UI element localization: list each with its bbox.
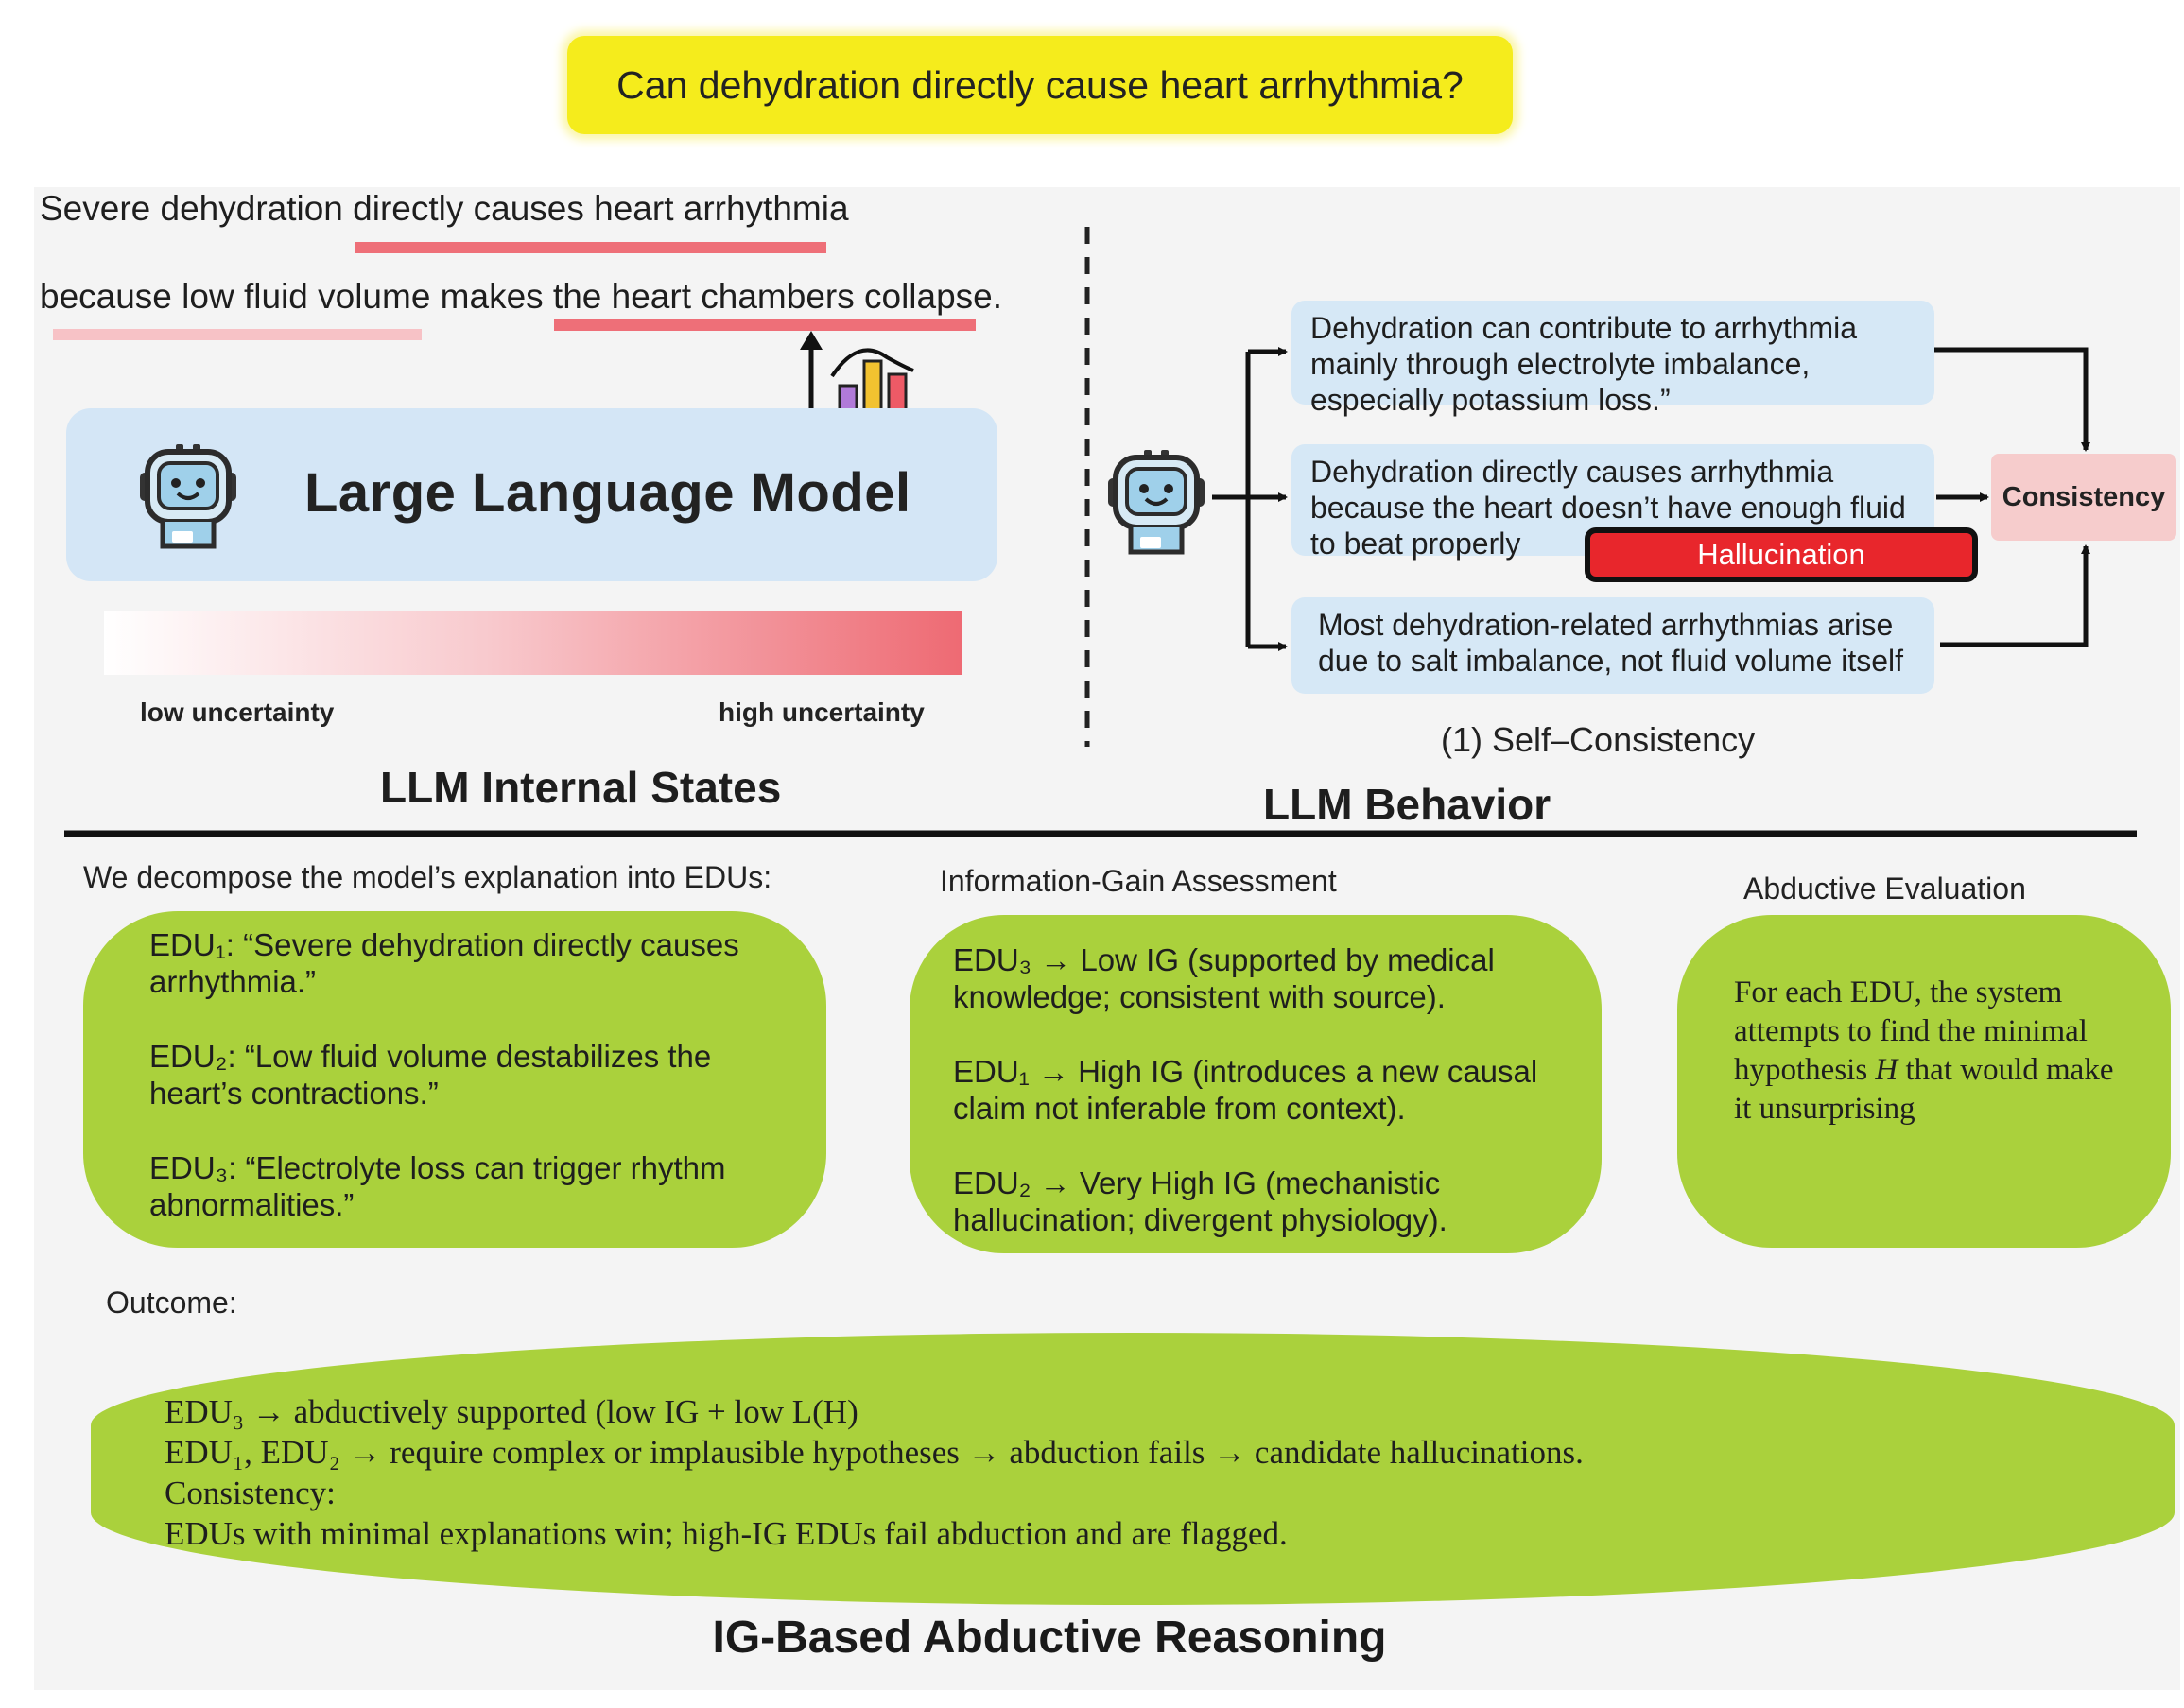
ig-item-3: EDU₂ → Very High IG (mechanistic halluci…: [953, 1165, 1447, 1237]
ig-blob: EDU₃ → Low IG (supported by medical know…: [910, 915, 1602, 1253]
edu-1: EDU₁: “Severe dehydration directly cause…: [149, 927, 739, 999]
ig-item-2: EDU₁ → High IG (introduces a new causal …: [953, 1054, 1538, 1126]
question-banner: Can dehydration directly cause heart arr…: [567, 36, 1513, 134]
ig-title: Information-Gain Assessment: [940, 864, 1337, 898]
edu-blob: EDU₁: “Severe dehydration directly cause…: [83, 911, 826, 1248]
response-1: Dehydration can contribute to arrhythmia…: [1291, 301, 1934, 417]
edu-intro: We decompose the model’s explanation int…: [83, 860, 772, 894]
outcome-line-1: EDU₃ → abductively supported (low IG + l…: [165, 1393, 858, 1430]
arrow-up-icon: [800, 331, 823, 408]
eval-variable: H: [1875, 1053, 1898, 1087]
low-uncertainty-label: low uncertainty: [140, 698, 335, 727]
hallucination-badge: Hallucination: [1585, 527, 1978, 582]
response-3: Most dehydration-related arrhythmias ari…: [1291, 597, 1934, 694]
edu-2: EDU₂: “Low fluid volume destabilizes the…: [149, 1039, 712, 1111]
outcome-blob: EDU₃ → abductively supported (low IG + l…: [91, 1333, 2175, 1605]
abduction-title: IG-Based Abductive Reasoning: [712, 1613, 1387, 1663]
outcome-line-2: EDU₁, EDU₂ → require complex or implausi…: [165, 1434, 1584, 1471]
outcome-line-4: EDUs with minimal explanations win; high…: [165, 1515, 1288, 1552]
consistency-box: Consistency: [1991, 454, 2176, 541]
edu-3: EDU₃: “Electrolyte loss can trigger rhyt…: [149, 1150, 726, 1222]
eval-title: Abductive Evaluation: [1743, 871, 2026, 906]
outcome-label: Outcome:: [106, 1285, 237, 1320]
uncertainty-underline-2: [53, 329, 422, 340]
outcome-line-3: Consistency:: [165, 1475, 336, 1511]
uncertainty-underline-1: [355, 242, 826, 253]
generated-sentence-2: because low fluid volume makes the heart…: [40, 277, 1003, 316]
high-uncertainty-label: high uncertainty: [719, 698, 925, 727]
robot-icon: [140, 444, 236, 549]
eval-blob: For each EDU, the system attempts to fin…: [1677, 915, 2171, 1248]
bar-chart-icon: [800, 331, 914, 410]
internal-states-title: LLM Internal States: [380, 763, 782, 812]
behavior-title: LLM Behavior: [1263, 780, 1551, 829]
uncertainty-underline-3: [554, 319, 976, 331]
ig-item-1: EDU₃ → Low IG (supported by medical know…: [953, 942, 1495, 1014]
robot-icon: [1108, 450, 1205, 555]
eval-text-pre: For each EDU, the system attempts to fin…: [1734, 975, 2088, 1087]
llm-title: Large Language Model: [304, 462, 911, 524]
generated-sentence-1: Severe dehydration directly causes heart…: [40, 189, 849, 228]
eval-text-post: that would make it unsurprising: [1734, 1053, 2114, 1126]
self-consistency-label: (1) Self–Consistency: [1441, 720, 1756, 759]
uncertainty-gradient-bar: [104, 611, 962, 675]
